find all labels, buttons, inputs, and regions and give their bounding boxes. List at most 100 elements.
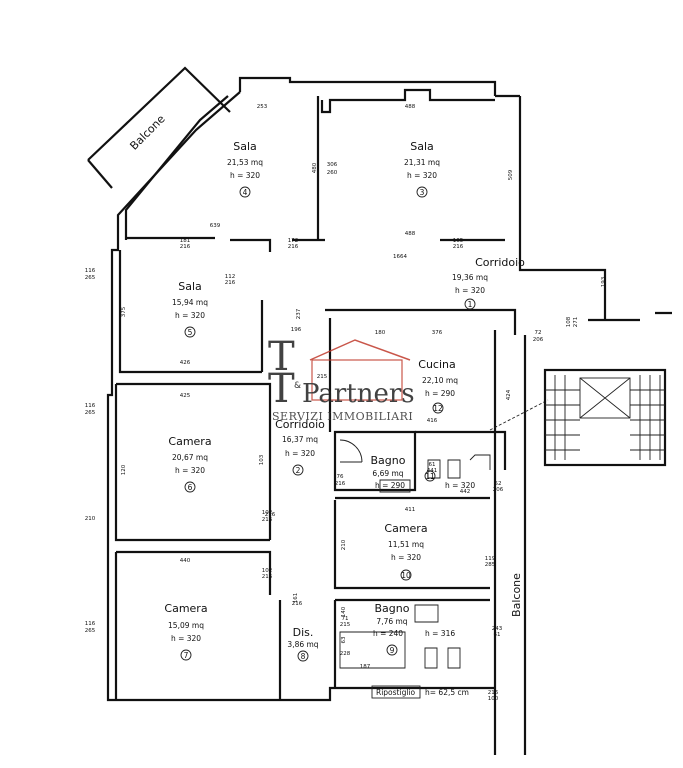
- room-height: h = 320: [285, 449, 315, 458]
- dimension-label: 172: [288, 238, 299, 244]
- balcony-right: Balcone: [510, 573, 523, 617]
- room-name: Camera: [384, 522, 427, 535]
- room-camera-7: Camera 15,09 mq h = 320 7: [164, 602, 208, 661]
- room-bagno-9: Bagno 7,76 mq h = 240 h = 316 9: [373, 602, 455, 656]
- dimension-label: 61: [429, 462, 436, 468]
- dimension-label: 265: [85, 628, 96, 634]
- room-corridoio-2: Corridoio 16,37 mq h = 320 2: [275, 418, 325, 476]
- storage-height: h= 62,5 cm: [425, 688, 469, 697]
- dimension-label: 424: [506, 389, 512, 400]
- outer-walls: [106, 76, 672, 755]
- dimension-label: 639: [210, 223, 221, 229]
- dimension-label: 187: [360, 664, 371, 670]
- room-area: 15,09 mq: [168, 621, 204, 630]
- logo-brand: Partners: [302, 379, 415, 409]
- dimension-label: 488: [405, 104, 416, 110]
- dimension-label: 206: [533, 337, 544, 343]
- room-sala-4: Sala 21,53 mq h = 320 4: [227, 140, 263, 198]
- interior-walls: [114, 88, 549, 700]
- dimension-label: 116: [85, 621, 96, 627]
- room-name: Camera: [168, 435, 211, 448]
- room-number: 6: [188, 483, 193, 492]
- dimension-label: 376: [432, 330, 443, 336]
- room-height: h = 320: [171, 634, 201, 643]
- dimension-label: 216: [335, 481, 346, 487]
- dimension-label: 76: [337, 474, 344, 480]
- room-name: Sala: [178, 280, 202, 293]
- dimension-label: 206: [493, 487, 504, 493]
- dimension-label: 216: [262, 574, 273, 580]
- room-height: h = 290: [375, 481, 405, 490]
- room-camera-6: Camera 20,67 mq h = 320 6: [168, 435, 212, 493]
- dimension-label: 260: [327, 170, 338, 176]
- room-height-2: h = 320: [445, 481, 475, 490]
- room-area: 7,76 mq: [376, 617, 407, 626]
- room-number: 11: [425, 472, 435, 481]
- dimension-label: 215: [340, 622, 351, 628]
- dimension-label: 285: [485, 562, 496, 568]
- room-height: h = 320: [230, 171, 260, 180]
- logo-ampersand: &: [294, 381, 301, 391]
- dimension-label: 103: [259, 454, 265, 465]
- dimension-label: 440: [180, 558, 191, 564]
- dimension-label: 100: [488, 696, 499, 702]
- room-dis-8: Dis. 3,86 mq 8: [287, 626, 319, 662]
- dimension-label: 216: [262, 517, 273, 523]
- room-area: 21,53 mq: [227, 158, 263, 167]
- room-height: h = 320: [175, 466, 205, 475]
- room-number: 2: [296, 466, 301, 475]
- dimension-label: 216: [488, 690, 499, 696]
- room-bagno-11: Bagno 6,69 mq h = 290 11 h = 320: [371, 454, 476, 490]
- room-height: h = 290: [425, 389, 455, 398]
- dimension-label: 165: [453, 238, 464, 244]
- dimension-label: 216: [180, 244, 191, 250]
- dimension-label: 426: [180, 360, 191, 366]
- dimension-label: 442: [460, 489, 471, 495]
- room-number: 12: [433, 404, 443, 413]
- dimension-label: 237: [296, 308, 302, 319]
- dimension-label: 215: [317, 374, 328, 380]
- room-number: 5: [188, 328, 193, 337]
- dimension-label: 411: [405, 507, 416, 513]
- room-area: 16,37 mq: [282, 435, 318, 444]
- dimension-label: 63: [341, 636, 347, 643]
- logo-letter-t1: T: [268, 334, 295, 380]
- dimension-label: 52: [495, 481, 502, 487]
- room-height: h = 240: [373, 629, 403, 638]
- dimension-label: 116: [85, 268, 96, 274]
- room-number: 10: [401, 571, 411, 580]
- dimension-label: 102: [262, 510, 273, 516]
- dimension-label: 216: [265, 512, 276, 518]
- balcony-right-label: Balcone: [510, 573, 523, 617]
- dimension-label: 265: [85, 410, 96, 416]
- room-area: 15,94 mq: [172, 298, 208, 307]
- dimension-label: 112: [225, 274, 236, 280]
- room-number: 3: [420, 188, 425, 197]
- room-number: 1: [468, 300, 473, 309]
- watermark-logo: T T & Partners SERVIZI IMMOBILIARI: [268, 334, 415, 423]
- dimension-label: 228: [340, 651, 351, 657]
- dimension-label: 102: [262, 568, 273, 574]
- dimension-label: 71: [342, 616, 349, 622]
- dimension-label: 271: [573, 317, 579, 328]
- room-number: 7: [184, 651, 189, 660]
- dimension-label: 375: [121, 306, 127, 317]
- room-name: Bagno: [375, 602, 410, 615]
- dimension-label: 509: [508, 169, 514, 180]
- room-name: Sala: [410, 140, 434, 153]
- room-height: h = 320: [391, 553, 421, 562]
- staircase: [543, 368, 667, 467]
- dimension-label: 216: [292, 601, 303, 607]
- dimension-label: 216: [453, 244, 464, 250]
- room-sala-3: Sala 21,31 mq h = 320 3: [404, 140, 440, 198]
- dimension-label: 253: [257, 104, 268, 110]
- dimension-label: 72: [535, 330, 542, 336]
- dimension-label: 480: [312, 162, 318, 173]
- logo-letter-t2: T: [268, 366, 295, 412]
- room-name: Corridoio: [475, 256, 525, 269]
- dimension-label: 116: [85, 403, 96, 409]
- room-name: Sala: [233, 140, 257, 153]
- dimension-label: 181: [180, 238, 191, 244]
